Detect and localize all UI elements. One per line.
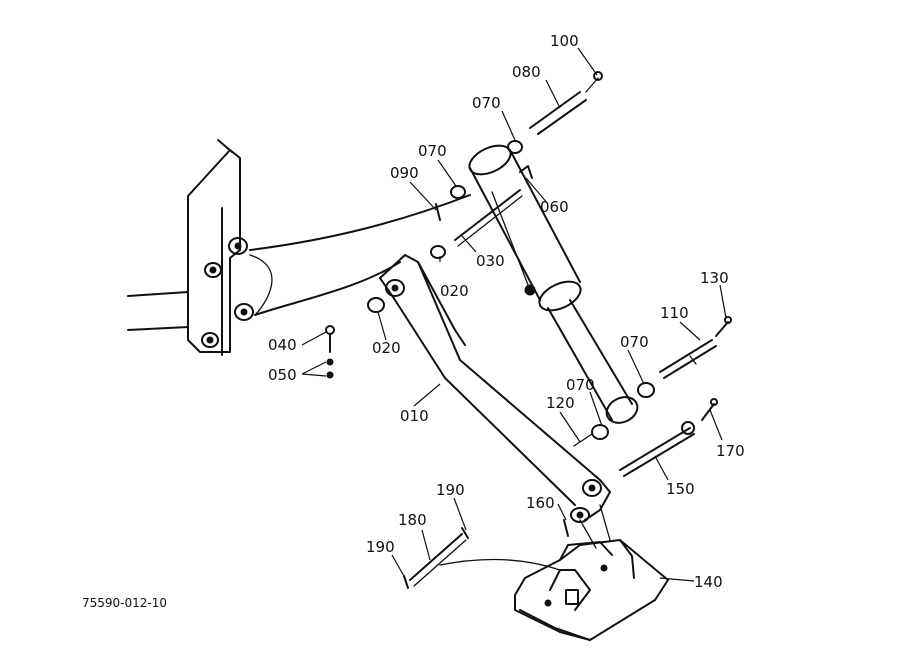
pin-120 — [573, 433, 593, 447]
callout-070-top: 070 — [472, 94, 501, 112]
bushing-070-low — [591, 424, 609, 440]
leader-lines — [301, 47, 727, 582]
callout-070-low: 070 — [566, 376, 595, 394]
cotter-090 — [435, 203, 441, 221]
callout-020-right: 020 — [440, 282, 469, 300]
pin-030 — [454, 189, 523, 247]
callout-140: 140 — [694, 573, 723, 591]
clip-100 — [593, 71, 603, 81]
callout-090: 090 — [390, 164, 419, 182]
bracket-pin-lower — [234, 303, 254, 321]
bracket-pin-bottom — [201, 332, 219, 348]
callout-050: 050 — [268, 366, 297, 384]
callout-160: 160 — [526, 494, 555, 512]
callout-190-left: 190 — [366, 538, 395, 556]
pin-path-line — [439, 558, 561, 571]
lift-arm — [379, 254, 611, 523]
callout-120: 120 — [546, 394, 575, 412]
bushing-070-mid — [637, 382, 655, 398]
drawing-number: 75590-012-10 — [82, 596, 167, 610]
callout-130: 130 — [700, 269, 729, 287]
clip-170 — [701, 398, 718, 421]
callout-060: 060 — [540, 198, 569, 216]
callout-100: 100 — [550, 32, 579, 50]
pin-080 — [529, 77, 599, 135]
callout-070-mid: 070 — [620, 333, 649, 351]
callout-010: 010 — [400, 407, 429, 425]
callout-080: 080 — [512, 63, 541, 81]
bushing-020-right — [430, 245, 446, 259]
callout-040: 040 — [268, 336, 297, 354]
pin-110 — [659, 339, 717, 379]
clip-130 — [715, 316, 732, 337]
bushing-020-left — [367, 297, 385, 313]
washers-050 — [326, 358, 334, 379]
callout-070-left: 070 — [418, 142, 447, 160]
frame-bracket — [127, 139, 241, 356]
callout-110: 110 — [660, 304, 689, 322]
bolt-040 — [325, 325, 335, 353]
pin-180 — [409, 533, 467, 587]
upper-arm — [249, 194, 471, 316]
callout-020-left: 020 — [372, 339, 401, 357]
bushing-070-left — [450, 185, 466, 199]
bracket-pin-middle — [204, 262, 222, 278]
clip-060 — [519, 165, 533, 179]
cotter-160 — [563, 519, 569, 537]
callout-190-top: 190 — [436, 481, 465, 499]
callout-150: 150 — [666, 480, 695, 498]
base-bracket — [514, 504, 669, 641]
pin-150 — [619, 421, 695, 477]
callout-030: 030 — [476, 252, 505, 270]
hydraulic-cylinder — [468, 144, 639, 424]
callout-170: 170 — [716, 442, 745, 460]
callout-180: 180 — [398, 511, 427, 529]
bushing-070-top — [507, 140, 523, 154]
bracket-pin-upper — [228, 237, 248, 255]
